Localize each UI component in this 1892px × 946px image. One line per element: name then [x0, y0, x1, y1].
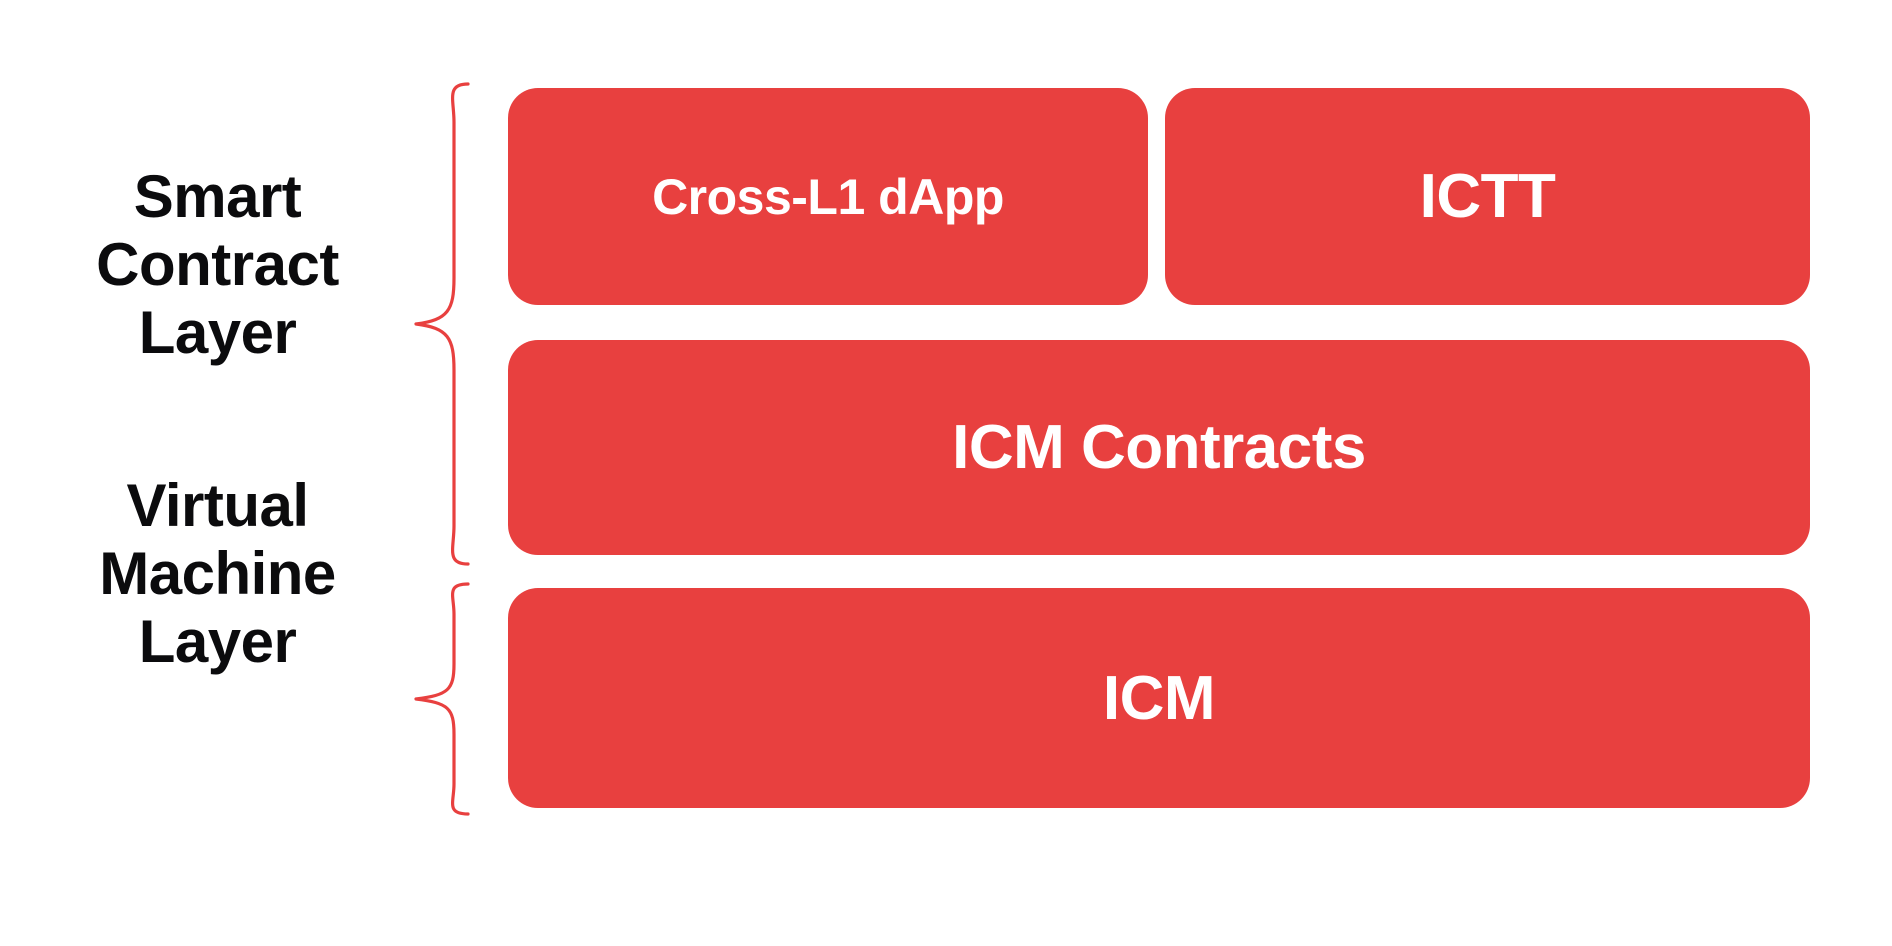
block-cross-l1-dapp-label: Cross-L1 dApp: [652, 168, 1004, 225]
block-ictt[interactable]: ICTT: [1165, 88, 1810, 305]
layer-label-virtual-machine: Virtual Machine Layer: [99, 472, 336, 675]
block-icm[interactable]: ICM: [508, 588, 1810, 808]
curly-brace-icon-virtual-machine: [414, 582, 470, 816]
block-cross-l1-dapp[interactable]: Cross-L1 dApp: [508, 88, 1148, 305]
block-icm-label: ICM: [1102, 663, 1216, 733]
block-icm-contracts-label: ICM Contracts: [952, 413, 1366, 482]
block-ictt-label: ICTT: [1419, 162, 1556, 231]
curly-brace-icon-smart-contract: [414, 82, 470, 566]
block-icm-contracts[interactable]: ICM Contracts: [508, 340, 1810, 555]
layer-label-smart-contract: Smart Contract Layer: [96, 163, 339, 366]
